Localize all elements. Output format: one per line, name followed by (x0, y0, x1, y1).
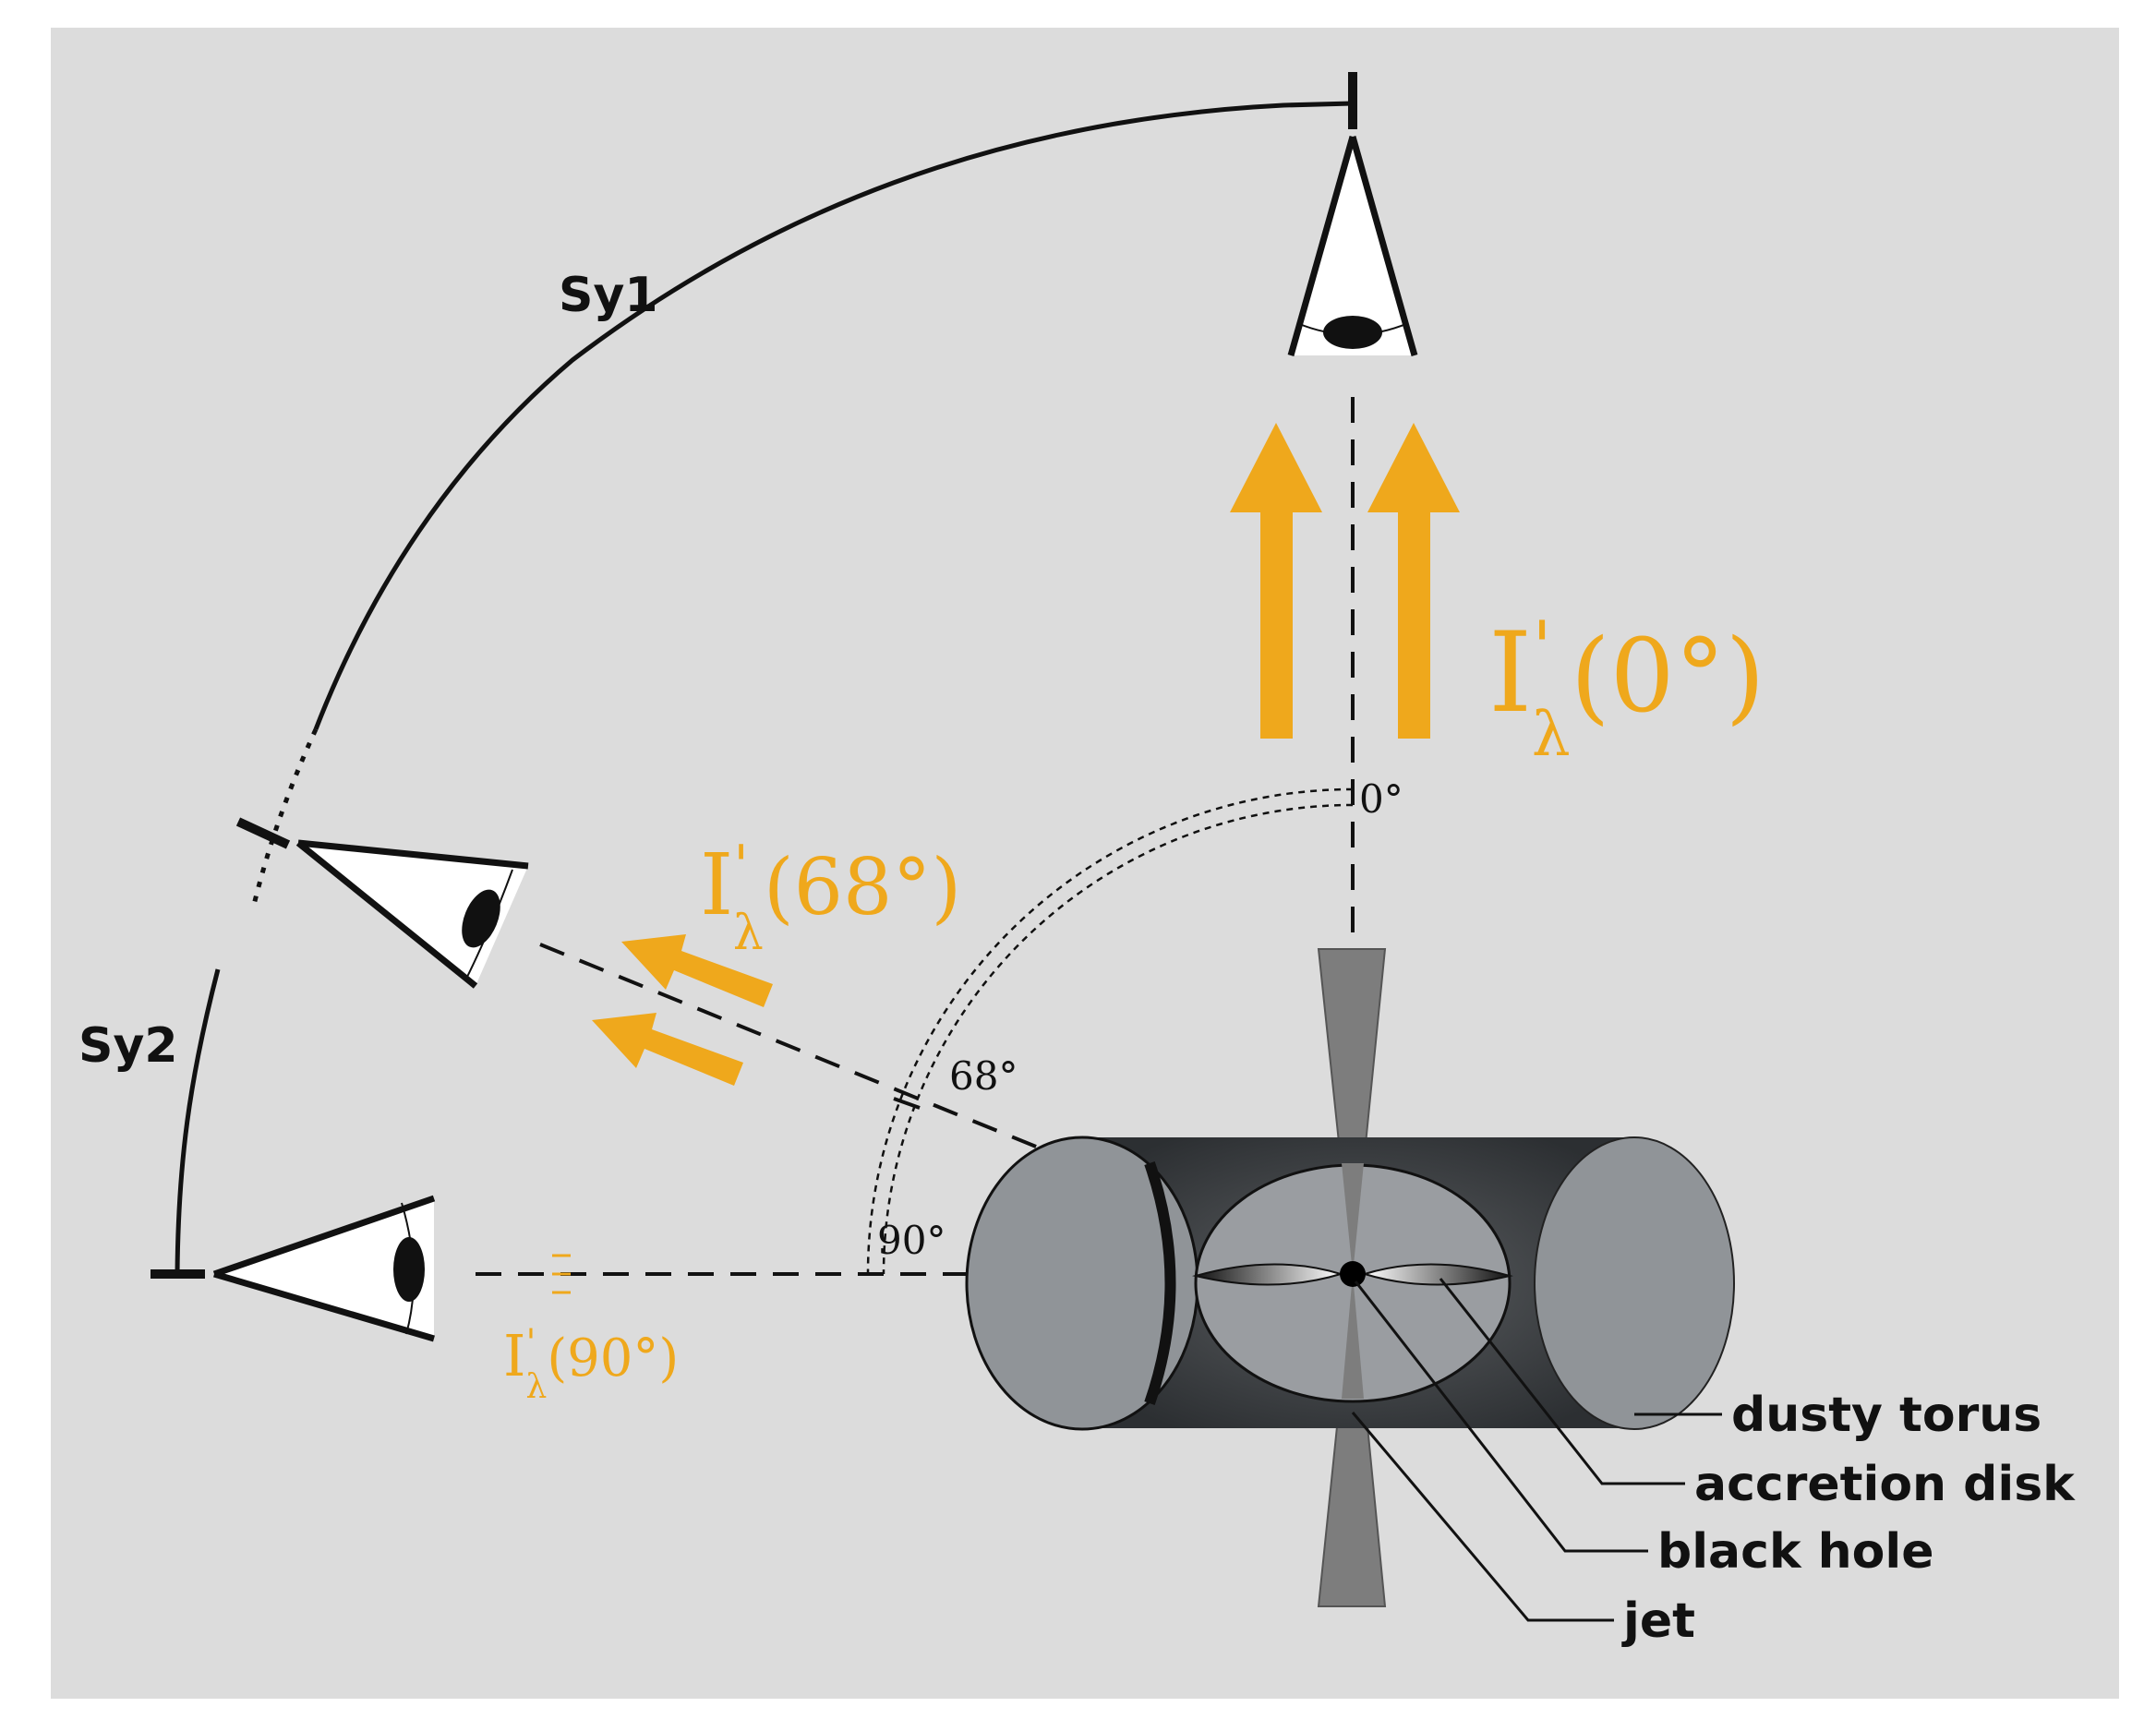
intensity-arrows-90 (552, 1254, 571, 1294)
label-dusty-torus: dusty torus (1731, 1388, 2042, 1443)
sy2-arc (175, 968, 221, 1275)
sy1-label: Sy1 (559, 268, 658, 323)
eye-icon-68 (295, 839, 529, 989)
angle-label-68: 68° (949, 1053, 1018, 1099)
label-accretion-disk: accretion disk (1694, 1457, 2076, 1512)
label-black-hole: black hole (1657, 1524, 1933, 1580)
leader-accretion-disk (1439, 1278, 1685, 1485)
dusty-torus-left-face (965, 1136, 1199, 1431)
eye-icon-top (1287, 136, 1418, 356)
leader-jet (1351, 1412, 1614, 1622)
viewing-angle-arc (175, 101, 1354, 1275)
sy1-arc (313, 101, 1354, 730)
label-jet: jet (1621, 1593, 1695, 1649)
angle-label-90: 90° (877, 1218, 946, 1263)
sy2-label: Sy2 (78, 1018, 178, 1074)
black-hole (1340, 1261, 1366, 1287)
pupil (1323, 316, 1382, 349)
arrow-up-icon (1367, 423, 1460, 739)
eye-icon-side (212, 1195, 436, 1342)
intensity-label-0: I'λ(0°) (1488, 607, 1765, 770)
intensity-arrows-68 (592, 934, 773, 1086)
intensity-label-90: I'λ(90°) (503, 1322, 679, 1406)
transition-arc (251, 727, 319, 906)
pupil (393, 1237, 425, 1302)
arc-ticks (151, 72, 1357, 1279)
angle-label-0: 0° (1359, 776, 1403, 822)
intensity-arrows-0 (1230, 423, 1460, 739)
leader-lines (1351, 1278, 1722, 1622)
accretion-disk-right (1361, 1263, 1513, 1286)
arrow-diagonal-icon (621, 934, 773, 1007)
intensity-label-68: I'λ(68°) (700, 834, 961, 961)
angle-tick-68 (893, 1097, 921, 1110)
dusty-torus-right-face (1534, 1136, 1735, 1430)
arrow-up-icon (1230, 423, 1322, 739)
angle-arcs (866, 787, 1354, 1275)
jet-upper (1317, 948, 1387, 1275)
tick-68deg (235, 817, 291, 849)
jet-lower (1317, 1273, 1387, 1607)
pupil (462, 889, 500, 948)
leader-black-hole (1354, 1280, 1648, 1553)
arrow-diagonal-icon (592, 1013, 743, 1086)
